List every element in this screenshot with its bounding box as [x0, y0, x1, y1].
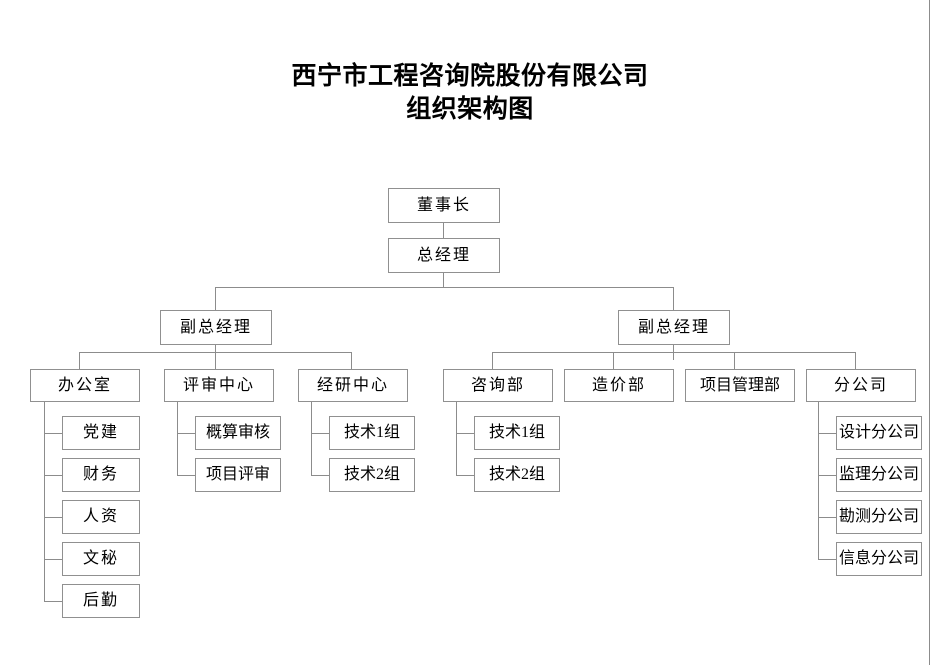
connector-chairman-to-gm	[443, 223, 444, 238]
node-consulting-department[interactable]: 咨询部	[443, 369, 553, 402]
connector-office-stub-1	[44, 433, 62, 434]
node-office[interactable]: 办公室	[30, 369, 140, 402]
connector-bus-to-cost	[613, 352, 614, 369]
connector-bus-to-office	[79, 352, 80, 369]
connector-bus-to-branch	[855, 352, 856, 369]
node-project-management-department[interactable]: 项目管理部	[685, 369, 795, 402]
connector-branch-stub-4	[818, 559, 836, 560]
chart-title-line-2: 组织架构图	[406, 96, 534, 123]
connector-research-spine	[311, 402, 312, 476]
connector-bus-to-review	[215, 352, 216, 369]
connector-office-stub-4	[44, 559, 62, 560]
connector-consult-spine	[456, 402, 457, 476]
node-branch-company[interactable]: 分公司	[806, 369, 916, 402]
connector-gm-bus	[215, 287, 674, 288]
connector-bus-to-dgm-left	[215, 287, 216, 310]
node-deputy-general-manager-left[interactable]: 副总经理	[160, 310, 272, 345]
connector-office-stub-2	[44, 475, 62, 476]
node-office-child-secretariat[interactable]: 文秘	[62, 542, 140, 576]
node-consult-child-tech-group-1[interactable]: 技术1组	[474, 416, 560, 450]
node-branch-child-design[interactable]: 设计分公司	[836, 416, 922, 450]
node-office-child-party-building[interactable]: 党建	[62, 416, 140, 450]
connector-review-stub-1	[177, 433, 195, 434]
connector-branch-stub-1	[818, 433, 836, 434]
chart-title-line-1: 西宁市工程咨询院股份有限公司	[291, 63, 649, 90]
connector-bus-to-dgm-right	[673, 287, 674, 310]
node-cost-department[interactable]: 造价部	[564, 369, 674, 402]
node-office-child-logistics[interactable]: 后勤	[62, 584, 140, 618]
node-review-center[interactable]: 评审中心	[164, 369, 274, 402]
connector-consult-stub-1	[456, 433, 474, 434]
connector-office-spine	[44, 402, 45, 602]
node-branch-child-supervision[interactable]: 监理分公司	[836, 458, 922, 492]
connector-review-stub-2	[177, 475, 195, 476]
chart-title-block: 西宁市工程咨询院股份有限公司 组织架构图	[0, 60, 940, 126]
node-general-manager[interactable]: 总经理	[388, 238, 500, 273]
node-consult-child-tech-group-2[interactable]: 技术2组	[474, 458, 560, 492]
connector-research-stub-2	[311, 475, 329, 476]
connector-branch-spine	[818, 402, 819, 560]
node-research-child-tech-group-1[interactable]: 技术1组	[329, 416, 415, 450]
connector-review-spine	[177, 402, 178, 476]
node-deputy-general-manager-right[interactable]: 副总经理	[618, 310, 730, 345]
connector-dgm-right-bus	[492, 352, 855, 353]
node-chairman[interactable]: 董事长	[388, 188, 500, 223]
node-research-center[interactable]: 经研中心	[298, 369, 408, 402]
page-border-line	[929, 0, 930, 665]
node-branch-child-information[interactable]: 信息分公司	[836, 542, 922, 576]
node-review-child-budget-audit[interactable]: 概算审核	[195, 416, 281, 450]
connector-bus-to-pm	[734, 352, 735, 369]
node-office-child-human-resources[interactable]: 人资	[62, 500, 140, 534]
node-branch-child-survey[interactable]: 勘测分公司	[836, 500, 922, 534]
node-research-child-tech-group-2[interactable]: 技术2组	[329, 458, 415, 492]
connector-research-stub-1	[311, 433, 329, 434]
connector-bus-to-research	[351, 352, 352, 369]
node-review-child-project-review[interactable]: 项目评审	[195, 458, 281, 492]
connector-gm-down	[443, 273, 444, 287]
connector-consult-stub-2	[456, 475, 474, 476]
node-office-child-finance[interactable]: 财务	[62, 458, 140, 492]
connector-office-stub-5	[44, 601, 62, 602]
connector-office-stub-3	[44, 517, 62, 518]
connector-branch-stub-3	[818, 517, 836, 518]
connector-bus-to-consult	[492, 352, 493, 369]
connector-branch-stub-2	[818, 475, 836, 476]
